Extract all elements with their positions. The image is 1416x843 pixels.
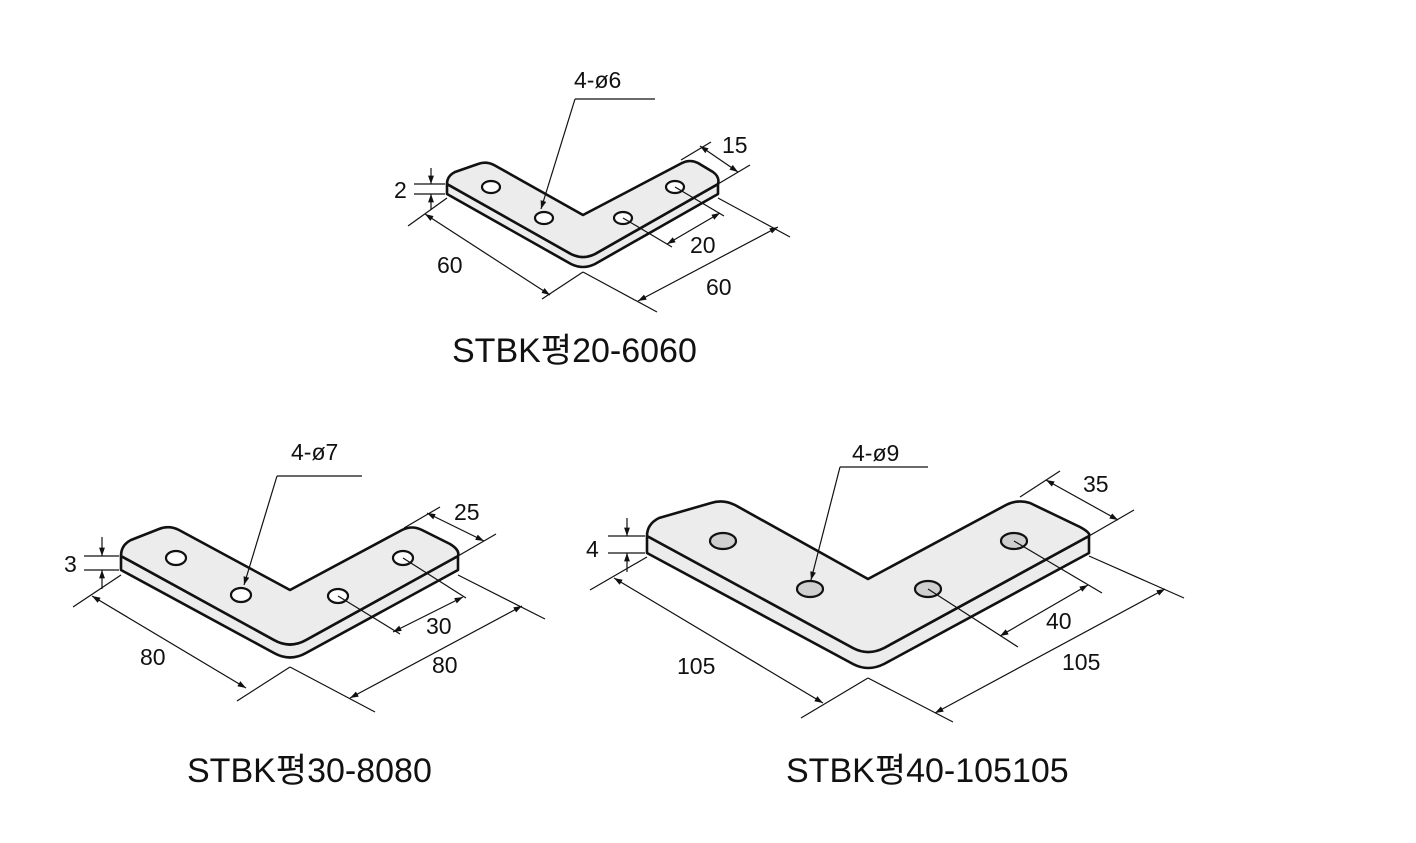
left-leg-label: 60	[437, 252, 463, 278]
right-leg-dimension: 105	[867, 555, 1185, 723]
right-leg-label: 60	[706, 274, 732, 300]
left-leg-dimension: 80	[72, 574, 291, 702]
model-title: STBK평40-105105	[786, 752, 1069, 790]
width-label: 15	[722, 132, 748, 158]
hole-pitch-label: 30	[426, 613, 452, 639]
hole-callout: 4-ø7	[243, 439, 362, 586]
width-dimension: 35	[1019, 470, 1135, 537]
left-leg-label: 80	[140, 644, 166, 670]
hole-callout: 4-ø6	[540, 67, 655, 210]
mounting-hole	[164, 549, 188, 567]
right-leg-dimension: 80	[289, 574, 546, 713]
width-dimension: 15	[680, 132, 751, 185]
plate-top-face	[119, 525, 460, 646]
hole-spec-label: 4-ø9	[852, 440, 899, 466]
plate-top-face	[445, 159, 720, 259]
thickness-dimension: 2	[394, 168, 445, 210]
thickness-dimension: 4	[586, 518, 645, 572]
right-leg-label: 105	[1062, 649, 1100, 675]
width-label: 25	[454, 499, 480, 525]
model-title: STBK평20-6060	[452, 332, 697, 370]
left-leg-dimension: 105	[589, 556, 869, 719]
right-leg-dimension: 60	[582, 197, 791, 313]
left-leg-dimension: 60	[407, 197, 584, 300]
mounting-hole	[480, 179, 502, 195]
bracket-stbk20-6060: 4-ø6 2 15 20 60	[394, 67, 791, 370]
hole-spec-label: 4-ø6	[574, 67, 621, 93]
model-title: STBK평30-8080	[187, 752, 432, 790]
bracket-stbk30-8080: 4-ø7 3 25 30 80	[64, 439, 546, 790]
mounting-hole	[795, 579, 825, 599]
width-dimension: 25	[403, 499, 497, 557]
mounting-hole	[229, 586, 253, 604]
hole-callout: 4-ø9	[810, 440, 928, 581]
thickness-label: 4	[586, 536, 599, 562]
hole-pitch-label: 20	[690, 232, 716, 258]
mounting-hole	[708, 531, 738, 551]
plate-top-face	[645, 500, 1091, 654]
bracket-stbk40-105105: 4-ø9 4 35 40 105	[586, 440, 1185, 790]
thickness-label: 3	[64, 551, 77, 577]
mounting-hole	[533, 210, 555, 226]
hole-spec-label: 4-ø7	[291, 439, 338, 465]
thickness-dimension: 3	[64, 537, 119, 589]
thickness-label: 2	[394, 177, 407, 203]
right-leg-label: 80	[432, 652, 458, 678]
width-label: 35	[1083, 471, 1109, 497]
hole-pitch-label: 40	[1046, 608, 1072, 634]
left-leg-label: 105	[677, 653, 715, 679]
